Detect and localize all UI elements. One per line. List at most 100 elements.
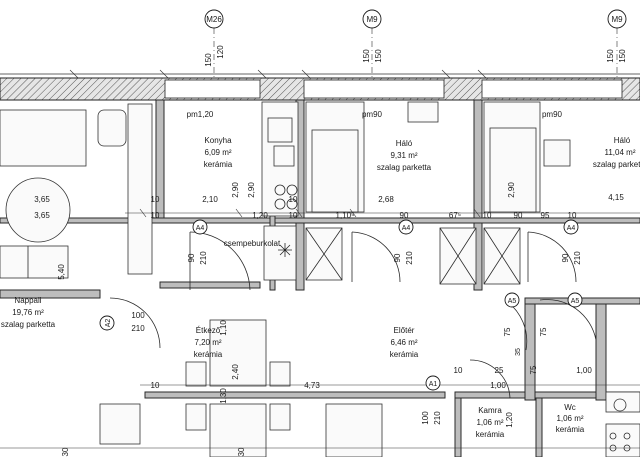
svg-text:150: 150 xyxy=(606,49,615,63)
exterior-wall-top xyxy=(0,77,640,101)
door-tag-a5-2: A5 xyxy=(567,292,583,308)
svg-text:Háló: Háló xyxy=(396,139,413,148)
svg-text:Konyha: Konyha xyxy=(204,136,232,145)
svg-text:90: 90 xyxy=(561,253,570,262)
svg-text:90: 90 xyxy=(393,253,402,262)
interior-walls xyxy=(0,99,640,457)
svg-text:Előtér: Előtér xyxy=(394,326,415,335)
door-tag-a4-3: A4 xyxy=(563,219,579,235)
svg-text:2,90: 2,90 xyxy=(507,182,516,198)
svg-text:10: 10 xyxy=(289,211,298,220)
axis-label-m9-b: M9 xyxy=(611,15,623,24)
svg-text:A5: A5 xyxy=(571,298,580,305)
svg-text:210: 210 xyxy=(405,251,414,265)
svg-text:5,40: 5,40 xyxy=(57,264,66,280)
svg-text:kerámia: kerámia xyxy=(390,350,419,359)
svg-text:25: 25 xyxy=(495,366,504,375)
svg-text:Étkező: Étkező xyxy=(196,326,221,335)
svg-text:67⁵: 67⁵ xyxy=(449,211,461,220)
svg-text:11,04 m²: 11,04 m² xyxy=(605,148,636,157)
svg-text:10: 10 xyxy=(151,211,160,220)
svg-text:210: 210 xyxy=(433,411,442,425)
note-pm-halo1: pm90 xyxy=(362,110,383,119)
svg-text:2,90: 2,90 xyxy=(231,182,240,198)
dining-furniture xyxy=(99,319,383,457)
room-label-konyha: Konyha 6,09 m² kerámia xyxy=(204,136,233,169)
svg-text:75: 75 xyxy=(539,327,548,336)
svg-text:A2: A2 xyxy=(105,319,112,328)
svg-text:1,20: 1,20 xyxy=(252,211,268,220)
svg-text:10: 10 xyxy=(454,366,463,375)
bathroom-fixtures xyxy=(605,391,640,457)
svg-text:7,20 m²: 7,20 m² xyxy=(194,338,221,347)
svg-text:Nappali: Nappali xyxy=(14,296,41,305)
svg-text:4,15: 4,15 xyxy=(608,193,624,202)
svg-text:210: 210 xyxy=(573,251,582,265)
svg-text:10: 10 xyxy=(483,211,492,220)
svg-text:szalag parketta: szalag parketta xyxy=(593,160,640,169)
svg-text:A4: A4 xyxy=(567,225,576,232)
door-tag-a2: A2 xyxy=(99,315,115,331)
svg-text:120: 120 xyxy=(216,45,225,59)
bedroom-furniture xyxy=(305,101,571,285)
axis-bubble-m26: M26 150 120 xyxy=(204,9,225,67)
svg-text:30: 30 xyxy=(237,447,246,456)
svg-text:1,00: 1,00 xyxy=(576,366,592,375)
vertical-dimensions: 2,90 2,90 2,90 90 210 90 210 90 210 5,40… xyxy=(57,182,582,457)
dimension-line-main: 2,10 1,20 1,10⁵ 2,68 67⁵ 4,15 90 90 95 1… xyxy=(34,193,640,220)
door-tag-a4-1: A4 xyxy=(192,219,208,235)
svg-text:100: 100 xyxy=(421,411,430,425)
svg-text:10: 10 xyxy=(289,195,298,204)
svg-text:2,90: 2,90 xyxy=(247,182,256,198)
plan-notes: pm1,20 pm90 pm90 csempeburkolat xyxy=(187,110,563,248)
room-label-etkezo: Étkező 7,20 m² kerámia xyxy=(194,326,223,359)
svg-text:szalag parketta: szalag parketta xyxy=(377,163,432,172)
svg-text:6,09 m²: 6,09 m² xyxy=(204,148,231,157)
svg-text:A4: A4 xyxy=(196,225,205,232)
room-label-kamra: Kamra 1,06 m² kerámia xyxy=(476,406,505,439)
svg-text:210: 210 xyxy=(199,251,208,265)
door-tag-a5-1: A5 xyxy=(504,292,520,308)
svg-text:90: 90 xyxy=(400,211,409,220)
living-room-furniture xyxy=(0,103,153,279)
svg-text:10: 10 xyxy=(151,381,160,390)
svg-text:150: 150 xyxy=(618,49,627,63)
room-label-nappali: Nappali 19,76 m² szalag parketta xyxy=(1,296,56,329)
door-swings xyxy=(109,231,597,399)
svg-text:10: 10 xyxy=(568,211,577,220)
svg-text:Kamra: Kamra xyxy=(478,406,502,415)
svg-text:A5: A5 xyxy=(508,298,517,305)
svg-text:Háló: Háló xyxy=(614,136,631,145)
note-pm-konyha: pm1,20 xyxy=(187,110,214,119)
svg-text:2,10: 2,10 xyxy=(202,195,218,204)
svg-text:90: 90 xyxy=(514,211,523,220)
svg-text:A1: A1 xyxy=(429,381,438,388)
dimension-line-lower: 10 4,73 10 25 1,00 1,00 100 210 xyxy=(131,311,640,390)
note-csempeburkolat: csempeburkolat xyxy=(224,239,281,248)
note-pm-halo2: pm90 xyxy=(542,110,563,119)
svg-text:1,00: 1,00 xyxy=(490,381,506,390)
room-label-eloter: Előtér 6,46 m² kerámia xyxy=(390,326,419,359)
door-tag-a1: A1 xyxy=(425,375,441,391)
svg-text:19,76 m²: 19,76 m² xyxy=(12,308,44,317)
svg-text:30: 30 xyxy=(61,447,70,456)
svg-text:1,10: 1,10 xyxy=(219,320,228,336)
room-label-wc: Wc 1,06 m² kerámia xyxy=(556,403,585,434)
svg-text:90: 90 xyxy=(187,253,196,262)
svg-text:6,46 m²: 6,46 m² xyxy=(390,338,417,347)
svg-text:2,68: 2,68 xyxy=(378,195,394,204)
axis-label-m9-a: M9 xyxy=(366,15,378,24)
axis-bubble-m9-b: M9 150 150 xyxy=(606,9,627,63)
svg-text:75: 75 xyxy=(529,365,538,374)
svg-text:kerámia: kerámia xyxy=(556,425,585,434)
svg-text:3,65: 3,65 xyxy=(34,211,50,220)
axis-label-m26: M26 xyxy=(206,15,222,24)
door-tag-a4-2: A4 xyxy=(398,219,414,235)
svg-text:Wc: Wc xyxy=(564,403,576,412)
kitchen-furniture xyxy=(261,101,299,281)
svg-text:3,65: 3,65 xyxy=(34,195,50,204)
svg-text:150: 150 xyxy=(204,53,213,67)
svg-text:A4: A4 xyxy=(402,225,411,232)
axis-bubble-m9-a: M9 150 150 xyxy=(362,9,383,63)
svg-text:kerámia: kerámia xyxy=(476,430,505,439)
